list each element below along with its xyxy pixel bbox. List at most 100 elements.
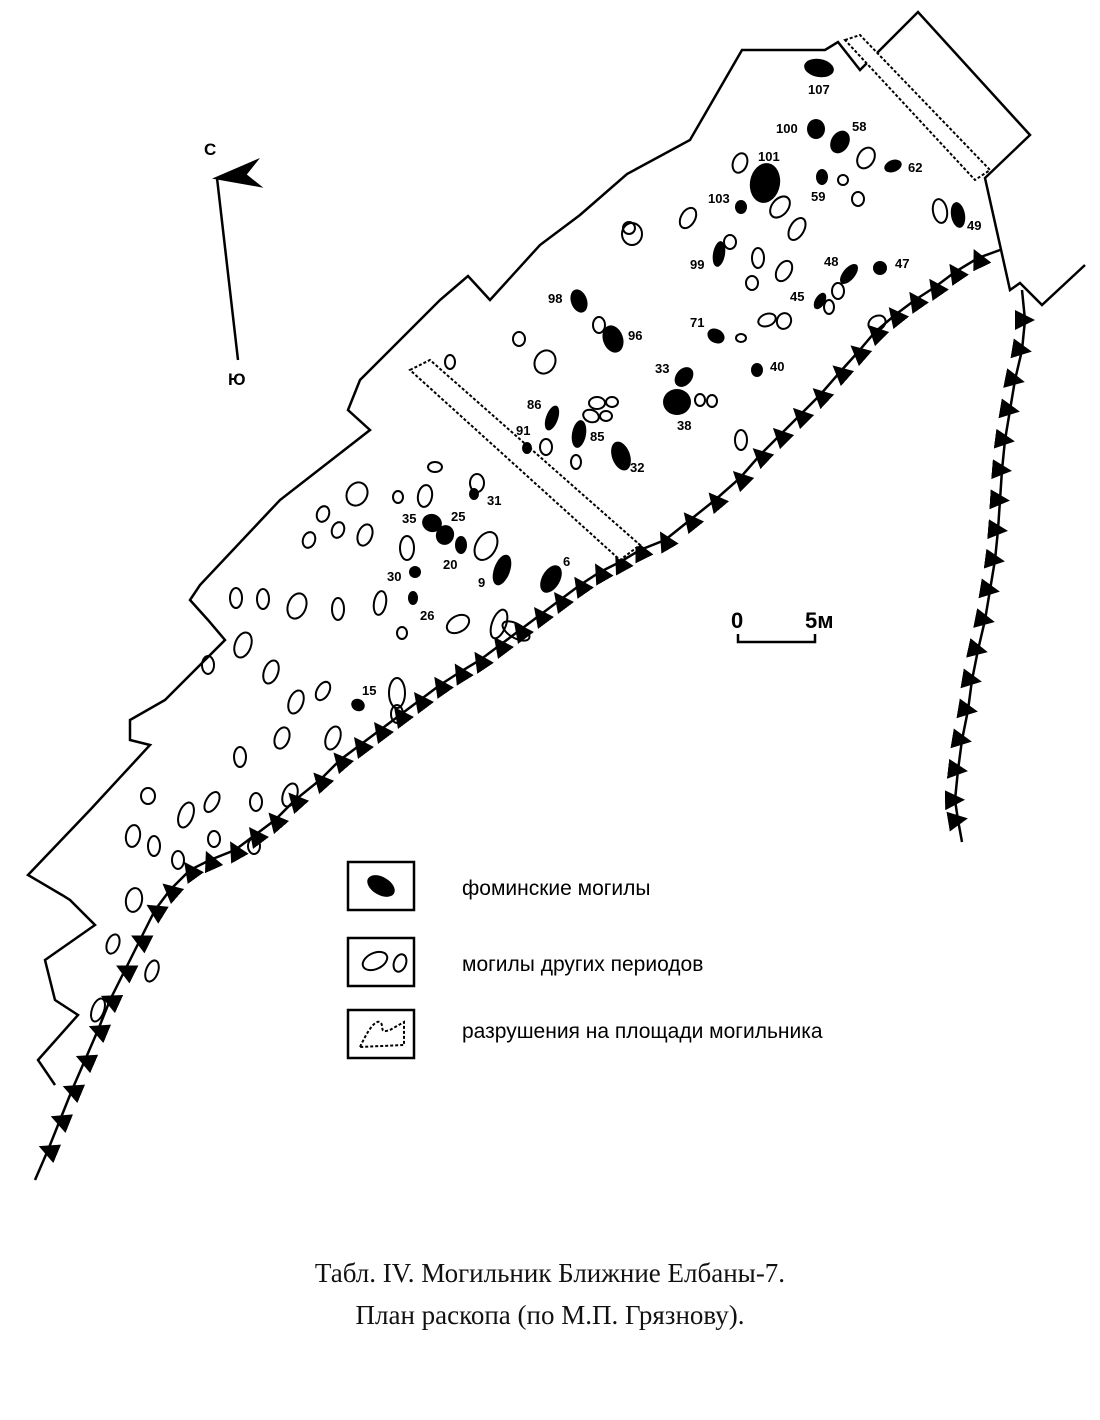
- other-period-grave: [201, 655, 215, 675]
- other-period-grave: [315, 505, 331, 523]
- grave-number: 47: [895, 256, 909, 271]
- other-period-grave: [330, 521, 346, 539]
- other-period-grave: [867, 314, 887, 332]
- other-period-grave: [177, 801, 195, 829]
- fominskie-grave: [807, 119, 825, 139]
- other-period-grave: [331, 597, 345, 621]
- grave-number: 45: [790, 289, 804, 304]
- other-period-grave: [539, 438, 553, 456]
- other-period-grave: [787, 217, 807, 241]
- fominskie-grave: [492, 554, 512, 586]
- legend-box-outline: [346, 936, 416, 988]
- grave-number: 32: [630, 460, 644, 475]
- other-period-grave: [396, 626, 408, 640]
- north-label: С: [204, 140, 216, 159]
- other-period-grave: [751, 247, 765, 269]
- north-arrow: [212, 157, 264, 361]
- other-period-grave: [314, 680, 332, 702]
- grave-number: 100: [776, 121, 798, 136]
- other-period-grave: [592, 316, 606, 334]
- other-period-grave: [735, 333, 747, 343]
- other-period-grave: [723, 234, 737, 250]
- fominskie-grave: [351, 698, 365, 712]
- other-period-grave: [588, 396, 606, 410]
- other-period-grave: [856, 146, 876, 170]
- fominskie-grave: [735, 200, 747, 214]
- fominskie-grave: [522, 442, 532, 454]
- other-period-grave: [582, 408, 600, 424]
- south-label: Ю: [228, 370, 246, 389]
- legend-label-fominskie: фоминские могилы: [462, 877, 651, 900]
- other-period-grave: [745, 275, 759, 291]
- fominskie-grave: [469, 488, 479, 500]
- other-period-grave: [124, 824, 142, 848]
- other-period-grave: [734, 429, 748, 451]
- other-period-grave: [489, 608, 509, 640]
- other-period-grave: [731, 152, 749, 174]
- other-period-grave: [286, 592, 308, 620]
- other-period-grave: [203, 791, 221, 813]
- legend-filled-grave-icon: [367, 875, 395, 897]
- other-period-grave: [388, 677, 406, 709]
- other-period-grave: [105, 933, 121, 955]
- excavation-boundary: [26, 10, 1086, 1086]
- grave-number: 101: [758, 149, 780, 164]
- other-period-grave: [605, 396, 619, 408]
- other-period-grave: [207, 830, 221, 848]
- slope-edge-right: [944, 289, 1035, 843]
- other-period-grave: [287, 689, 305, 715]
- fominskie-grave: [804, 58, 834, 78]
- other-period-grave: [512, 331, 526, 347]
- other-period-grave: [931, 198, 949, 224]
- fominskie-grave: [544, 405, 560, 431]
- fominskie-grave: [611, 441, 631, 471]
- other-period-grave: [273, 726, 291, 750]
- other-period-grave: [124, 887, 144, 913]
- grave-number: 98: [548, 291, 562, 306]
- other-period-grave: [249, 792, 263, 812]
- other-period-grave: [837, 174, 849, 186]
- grave-number: 86: [527, 397, 541, 412]
- other-period-grave: [90, 997, 106, 1023]
- other-period-grave: [706, 394, 718, 408]
- other-period-grave: [416, 484, 434, 508]
- grave-number: 31: [487, 493, 501, 508]
- fominskie-grave: [950, 202, 966, 228]
- scale-end: 5м: [805, 608, 834, 633]
- grave-number: 38: [677, 418, 691, 433]
- other-period-grave: [757, 312, 777, 328]
- other-period-grave: [775, 312, 793, 330]
- other-period-grave: [694, 393, 706, 407]
- scale-bar: 0 5м: [731, 608, 834, 644]
- other-period-grave: [392, 490, 404, 504]
- fominskie-grave: [884, 159, 902, 173]
- other-period-grave: [678, 206, 698, 230]
- other-period-grave: [444, 354, 456, 370]
- other-period-grave: [356, 523, 374, 547]
- other-period-grave: [301, 531, 317, 549]
- fominskie-grave: [455, 536, 467, 554]
- scale-zero: 0: [731, 608, 743, 633]
- other-period-grave: [774, 259, 794, 283]
- legend-label-destruction: разрушения на площади могильника: [462, 1020, 823, 1043]
- grave-number: 6: [563, 554, 570, 569]
- fominskie-grave: [540, 565, 562, 593]
- fominskie-grave: [422, 513, 442, 533]
- fominskie-grave: [816, 169, 828, 185]
- grave-number: 49: [967, 218, 981, 233]
- grave-number: 99: [690, 257, 704, 272]
- other-period-grave: [233, 631, 253, 659]
- fominskie-grave: [712, 241, 726, 267]
- other-period-grave: [229, 587, 243, 609]
- other-period-grave: [345, 481, 369, 507]
- other-period-grave: [247, 837, 261, 855]
- grave-number: 48: [824, 254, 838, 269]
- other-period-grave: [140, 787, 156, 805]
- fominskie-grave: [813, 292, 827, 310]
- other-period-grave: [256, 588, 270, 610]
- grave-number: 71: [690, 315, 704, 330]
- other-period-grave: [469, 473, 485, 493]
- grave-number: 91: [516, 423, 530, 438]
